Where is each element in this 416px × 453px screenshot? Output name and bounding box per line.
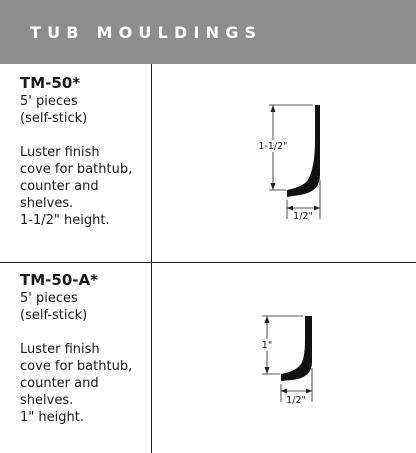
section-title: TUB MOULDINGS [30,22,263,42]
dimension-width-label: 1/2" [293,211,313,222]
product-note: (self-stick) [20,308,88,323]
column-divider [151,64,152,453]
row-divider [0,262,416,263]
product-code: TM-50-A* [20,271,98,289]
dimension-height-label: 1" [262,340,272,351]
product-desc-line: counter and [20,179,99,194]
product-entry-tm-50-a: TM-50-A* 5' pieces (self-stick) Luster f… [20,271,148,426]
product-code: TM-50* [20,74,81,92]
section-header: TUB MOULDINGS [0,0,416,64]
product-desc-line: counter and [20,376,99,391]
product-desc-line: shelves. [20,196,74,211]
product-pieces: 5' pieces [20,291,78,306]
dimension-height-label: 1-1/2" [258,141,287,152]
product-pieces: 5' pieces [20,94,78,109]
moulding-profile-shape [281,316,312,381]
product-desc-line: 1" height. [20,410,84,425]
dimension-width-label: 1/2" [286,395,306,406]
product-note: (self-stick) [20,111,88,126]
moulding-profile-shape [287,105,320,197]
product-desc-line: Luster finish [20,145,100,160]
product-desc-line: cove for bathtub, [20,359,133,374]
product-desc-line: shelves. [20,393,74,408]
product-desc-line: Luster finish [20,342,100,357]
product-entry-tm-50: TM-50* 5' pieces (self-stick) Luster fin… [20,74,148,229]
product-desc-line: 1-1/2" height. [20,213,110,228]
product-desc-line: cove for bathtub, [20,162,133,177]
